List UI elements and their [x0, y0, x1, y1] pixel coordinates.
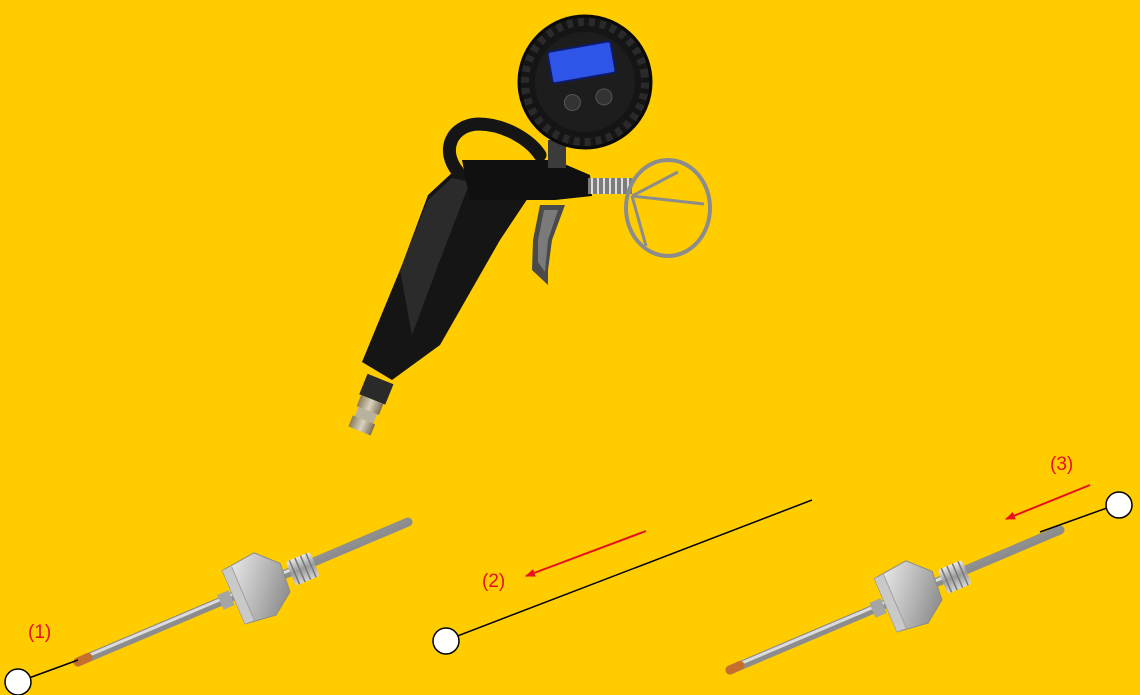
connector-circle-icon — [4, 668, 32, 695]
nozzle-left — [78, 520, 408, 662]
tire-inflator-gun — [348, 14, 712, 436]
step-label-2: (2) — [482, 571, 506, 592]
direction-arrow-2 — [525, 530, 647, 577]
threaded-nozzle-icon — [78, 520, 408, 662]
direction-arrow-3 — [1005, 484, 1091, 520]
connector-circle-icon — [1105, 491, 1133, 519]
connector-line-middle — [446, 499, 813, 641]
step-label-3: (3) — [1050, 454, 1074, 475]
threaded-nozzle-icon — [730, 528, 1060, 670]
connector-line-right — [1039, 503, 1119, 533]
nozzle-right — [730, 528, 1060, 670]
tire-inflator-gun-icon — [348, 14, 712, 436]
connector-circle-icon — [432, 627, 460, 655]
step-label-1: (1) — [28, 622, 52, 643]
